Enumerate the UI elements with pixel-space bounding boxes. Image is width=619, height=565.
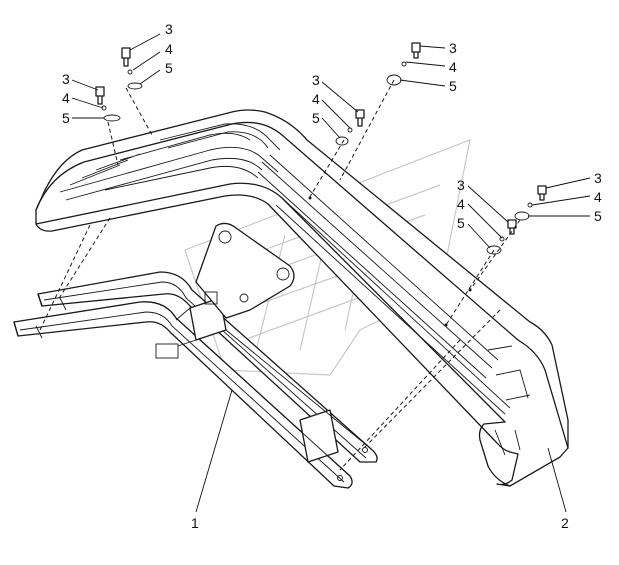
leader-lines xyxy=(71,33,591,513)
fastener-set-c xyxy=(386,42,421,86)
callout-bolt-c: 3 xyxy=(449,40,457,56)
callout-bolt-b: 3 xyxy=(62,71,70,87)
callout-lock-washer-a: 4 xyxy=(165,41,173,57)
callout-flat-washer-b: 5 xyxy=(62,110,70,126)
assembly-guide-lines xyxy=(39,79,521,471)
callout-flat-washer-c: 5 xyxy=(449,78,457,94)
callout-bolt-a: 3 xyxy=(165,21,173,37)
callout-flat-washer-d: 5 xyxy=(312,110,320,126)
callout-lock-washer-e: 4 xyxy=(594,189,602,205)
fender-shell xyxy=(35,109,569,487)
fastener-set-a xyxy=(121,47,143,90)
callout-lock-washer-d: 4 xyxy=(312,91,320,107)
callout-labels: 3 4 5 3 4 5 3 4 5 3 4 5 3 4 5 3 4 5 1 2 xyxy=(62,21,602,531)
callout-flat-washer-e: 5 xyxy=(594,208,602,224)
fastener-set-f xyxy=(486,219,517,255)
callout-flat-washer-f: 5 xyxy=(457,215,465,231)
callout-bolt-d: 3 xyxy=(312,72,320,88)
callout-bolt-e: 3 xyxy=(594,170,602,186)
callout-part-2: 2 xyxy=(561,515,569,531)
support-bracket xyxy=(13,222,378,489)
fastener-set-e xyxy=(514,185,547,221)
callout-flat-washer-a: 5 xyxy=(165,60,173,76)
callout-lock-washer-f: 4 xyxy=(457,196,465,212)
callout-part-1: 1 xyxy=(191,515,199,531)
fastener-set-b xyxy=(95,86,121,122)
fastener-set-d xyxy=(335,109,365,146)
callout-lock-washer-b: 4 xyxy=(62,90,70,106)
callout-bolt-f: 3 xyxy=(457,177,465,193)
callout-lock-washer-c: 4 xyxy=(449,59,457,75)
